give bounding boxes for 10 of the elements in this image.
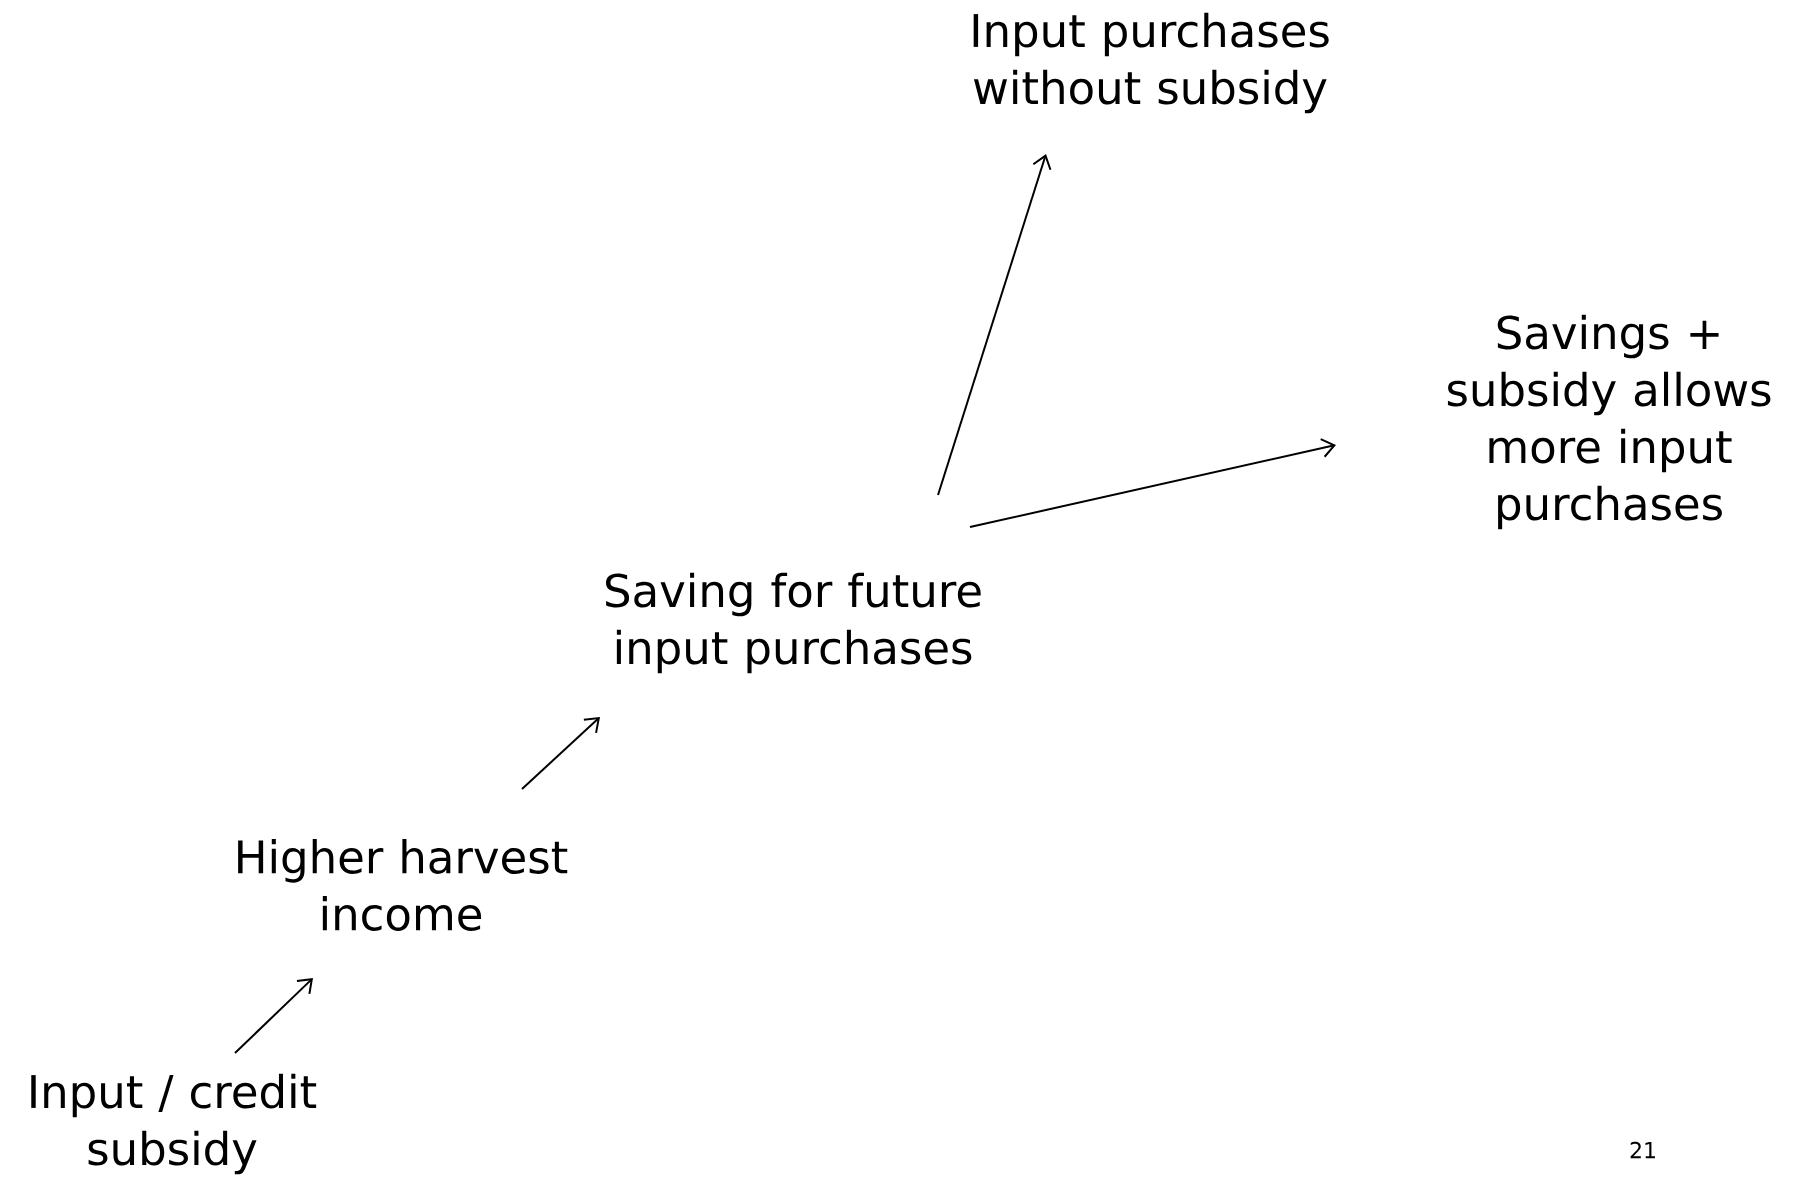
arrow (937, 154, 1052, 496)
node-text: Saving for future input purchases (606, 572, 981, 674)
node-text: Higher harvest income (238, 839, 568, 931)
arrow (234, 978, 313, 1054)
arrow (521, 717, 600, 790)
node-text: Savings + subsidy allows more input purchases (1447, 314, 1771, 530)
node-text: Input / credit subsidy (31, 1073, 317, 1175)
node-text: Input purchases without subsidy (973, 12, 1329, 114)
arrow (969, 438, 1336, 528)
page-number: 21 (1630, 1141, 1655, 1159)
